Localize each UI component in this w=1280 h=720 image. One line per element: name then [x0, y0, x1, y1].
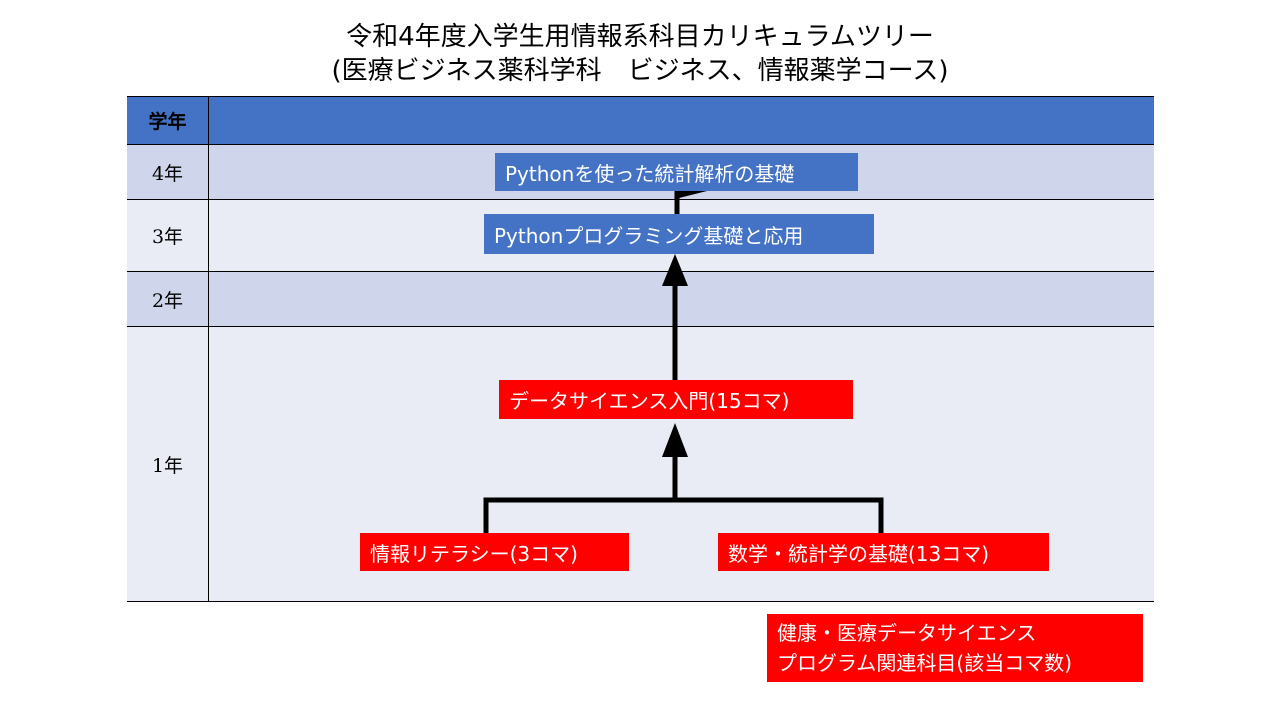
- course-math-stats-label: 数学・統計学の基礎(13コマ): [728, 541, 990, 566]
- year-label-2: 2年: [127, 272, 209, 326]
- course-info-literacy-label: 情報リテラシー(3コマ): [370, 541, 578, 566]
- arrowhead-2: [662, 254, 688, 286]
- course-info-literacy: 情報リテラシー(3コマ): [360, 533, 629, 571]
- course-ds-intro: データサイエンス入門(15コマ): [499, 380, 853, 419]
- legend-line-2: プログラム関連科目(該当コマ数): [777, 651, 1073, 675]
- year-row-2: 2年: [127, 272, 1154, 327]
- year-header: 学年: [127, 97, 209, 144]
- table-header-row: 学年: [127, 96, 1154, 145]
- course-python-stats-label: Pythonを使った統計解析の基礎: [505, 161, 795, 186]
- course-python-prog: Pythonプログラミング基礎と応用: [484, 214, 874, 254]
- course-python-prog-label: Pythonプログラミング基礎と応用: [494, 223, 804, 248]
- course-math-stats: 数学・統計学の基礎(13コマ): [718, 533, 1049, 571]
- legend-line-1: 健康・医療データサイエンス: [777, 621, 1037, 645]
- course-ds-intro-label: データサイエンス入門(15コマ): [509, 389, 790, 413]
- year-label-3: 3年: [127, 200, 209, 271]
- bracket-connector: [483, 497, 884, 533]
- year-label-4: 4年: [127, 145, 209, 199]
- year-label-1: 1年: [127, 327, 209, 601]
- diagram-subtitle: (医療ビジネス薬科学科 ビジネス、情報薬学コース): [331, 56, 949, 86]
- legend-box: 健康・医療データサイエンス プログラム関連科目(該当コマ数): [767, 614, 1143, 682]
- diagram-title: 令和4年度入学生用情報系科目カリキュラムツリー: [346, 22, 934, 52]
- course-python-stats: Pythonを使った統計解析の基礎: [495, 153, 858, 191]
- arrowhead-1: [662, 423, 688, 457]
